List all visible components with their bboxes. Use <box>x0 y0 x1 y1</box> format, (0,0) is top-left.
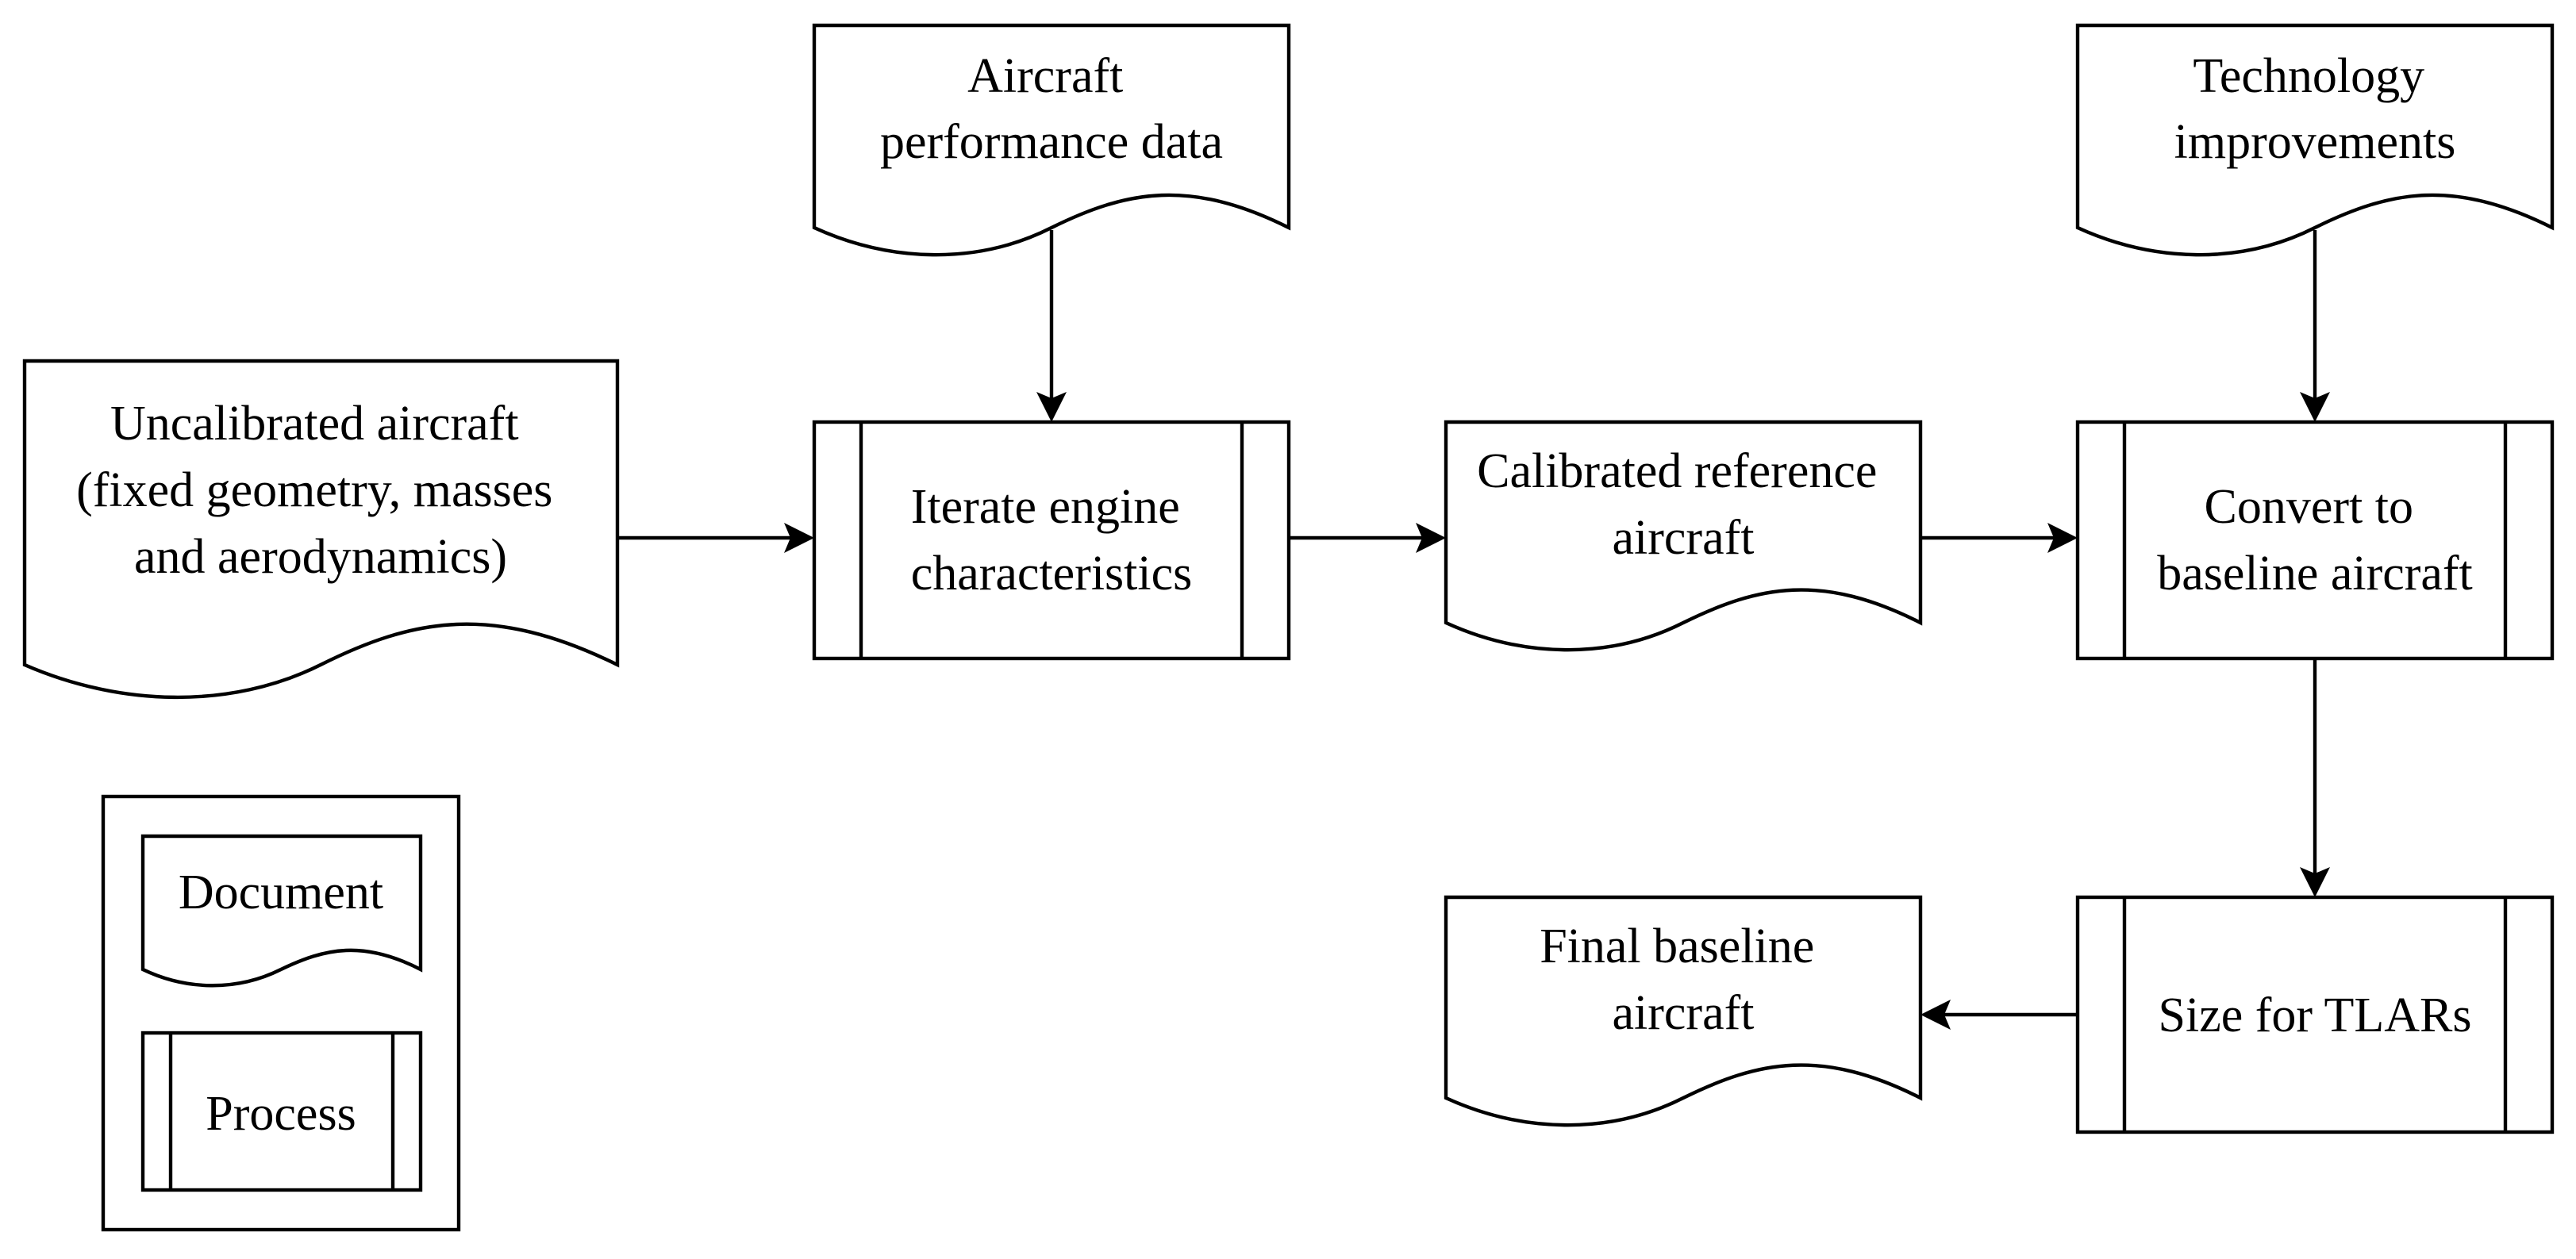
node-size-tlars: Size for TLARs <box>2075 895 2555 1134</box>
node-final-baseline: Final baseline aircraft <box>1444 895 1923 1127</box>
legend-item-document: Document <box>140 834 423 988</box>
legend-process-label: Process <box>206 1087 356 1141</box>
node-label: Convert to baseline aircraft <box>2157 480 2473 601</box>
document-shape <box>1444 895 1923 1127</box>
legend: Document Process <box>101 794 461 1232</box>
legend-process-shape <box>140 1031 423 1192</box>
edge-iterate-to-calibrated <box>1289 523 1446 553</box>
node-label: Calibrated reference aircraft <box>1477 444 1890 565</box>
process-shape <box>2075 420 2555 661</box>
legend-document-label: Document <box>179 866 383 919</box>
document-shape <box>1444 420 1923 652</box>
node-label: Iterate engine characteristics <box>911 480 1193 601</box>
node-technology-improvements: Technology improvements <box>2075 23 2555 257</box>
node-label: Size for TLARs <box>2159 988 2472 1042</box>
document-shape <box>2075 23 2555 257</box>
document-shape <box>22 359 620 700</box>
legend-item-process: Process <box>140 1031 423 1192</box>
node-label: Technology improvements <box>2174 49 2456 169</box>
edge-uncalibrated-to-iterate <box>617 523 814 553</box>
node-iterate-engine: Iterate engine characteristics <box>812 420 1291 661</box>
edges <box>617 230 2330 1030</box>
edge-technology-to-convert <box>2300 230 2330 422</box>
node-uncalibrated-aircraft: Uncalibrated aircraft (fixed geometry, m… <box>22 359 620 700</box>
node-label: Uncalibrated aircraft (fixed geometry, m… <box>76 397 565 584</box>
node-convert-baseline: Convert to baseline aircraft <box>2075 420 2555 661</box>
edge-convert-to-size <box>2300 658 2330 897</box>
node-aircraft-performance-data: Aircraft performance data <box>812 23 1291 257</box>
edge-performance-to-iterate <box>1036 230 1067 422</box>
process-shape <box>812 420 1291 661</box>
process-shape <box>2075 895 2555 1134</box>
node-calibrated-reference: Calibrated reference aircraft <box>1444 420 1923 652</box>
legend-document-shape <box>140 834 423 988</box>
node-label: Aircraft performance data <box>880 49 1223 169</box>
edge-size-to-final <box>1920 1000 2078 1030</box>
node-label: Final baseline aircraft <box>1540 919 1827 1040</box>
edge-calibrated-to-convert <box>1920 523 2078 553</box>
document-shape <box>812 23 1291 257</box>
